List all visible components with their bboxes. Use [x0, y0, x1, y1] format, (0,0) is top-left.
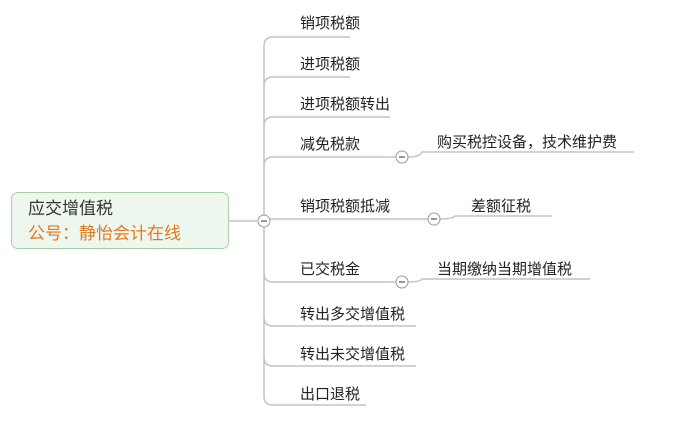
branch-line-1: [263, 76, 350, 87]
child-label-tax-control-equipment: 购买税控设备，技术维护费: [437, 133, 618, 151]
branch-line-3: [263, 156, 382, 167]
child-label-differential-taxation: 差额征税: [471, 197, 532, 215]
branch-line-6: [263, 316, 416, 327]
root-node[interactable]: [11, 192, 229, 249]
branch-label-tax-paid: 已交税金: [300, 260, 361, 278]
child-label-current-vat-paid: 当期缴纳当期增值税: [437, 260, 573, 278]
child-line-4: [439, 215, 552, 220]
root-title: 应交增值税: [28, 199, 113, 219]
branch-line-4: [263, 218, 402, 229]
branch-label-input-tax-transfer-out: 进项税额转出: [300, 95, 391, 113]
branch-label-transfer-overpaid-vat: 转出多交增值税: [300, 305, 406, 323]
branch-line-5: [263, 272, 382, 283]
branch-line-7: [263, 356, 416, 367]
child-line-3: [407, 151, 634, 158]
branch-label-output-tax: 销项税额: [300, 14, 361, 32]
branch-line-2: [263, 116, 390, 127]
branch-line-0: [263, 36, 350, 47]
branch-label-transfer-unpaid-vat: 转出未交增值税: [300, 345, 406, 363]
branch-line-8: [263, 395, 366, 406]
root-subtitle: 公号：静怡会计在线: [28, 224, 181, 244]
branch-label-input-tax: 进项税额: [300, 55, 361, 73]
child-line-5: [407, 278, 590, 283]
branch-label-export-rebate: 出口退税: [300, 385, 361, 403]
branch-label-output-tax-deduction: 销项税额抵减: [300, 197, 391, 215]
branch-label-tax-reduction: 减免税款: [300, 135, 361, 153]
